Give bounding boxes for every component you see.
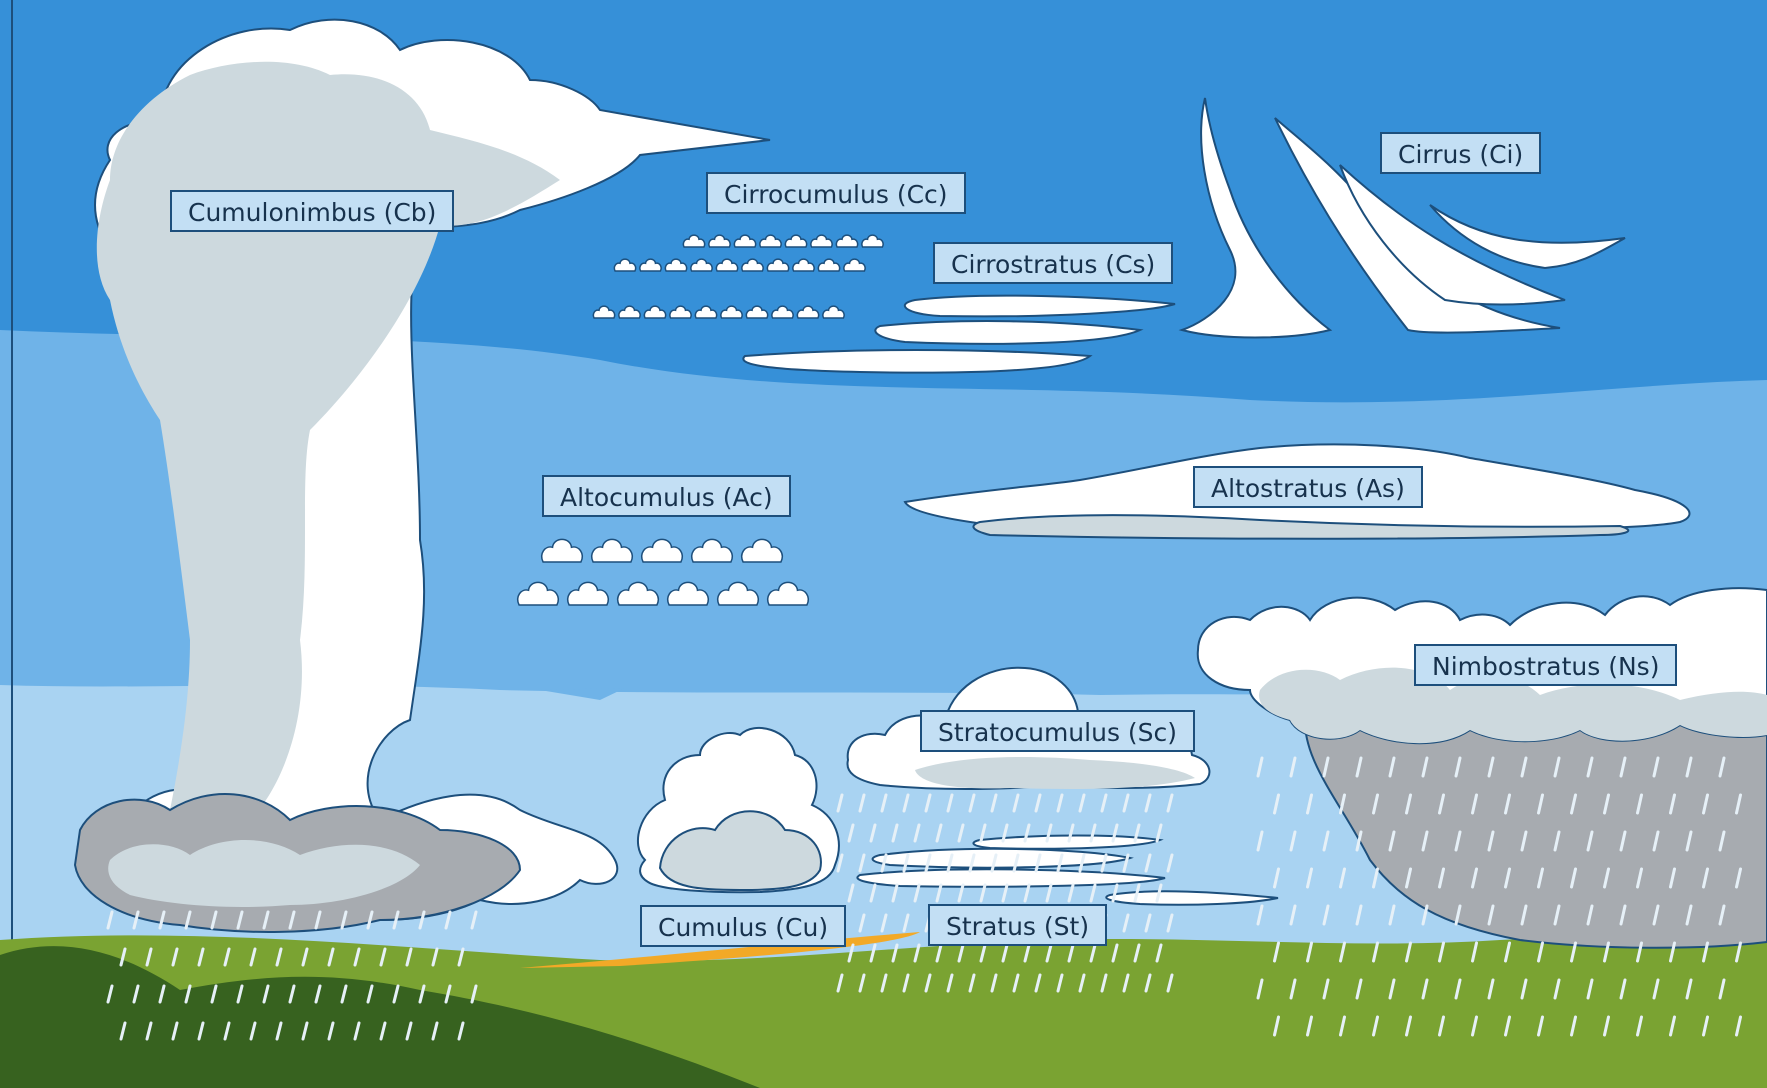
label-cirrostratus: Cirrostratus (Cs): [933, 242, 1173, 284]
label-stratus: Stratus (St): [928, 904, 1107, 946]
label-stratocumulus: Stratocumulus (Sc): [920, 710, 1195, 752]
label-cumulonimbus: Cumulonimbus (Cb): [170, 190, 454, 232]
label-cumulus: Cumulus (Cu): [640, 905, 846, 947]
label-altocumulus: Altocumulus (Ac): [542, 475, 791, 517]
label-cirrocumulus: Cirrocumulus (Cc): [706, 172, 966, 214]
label-altostratus: Altostratus (As): [1193, 466, 1423, 508]
label-nimbostratus: Nimbostratus (Ns): [1414, 644, 1677, 686]
label-cirrus: Cirrus (Ci): [1380, 132, 1541, 174]
